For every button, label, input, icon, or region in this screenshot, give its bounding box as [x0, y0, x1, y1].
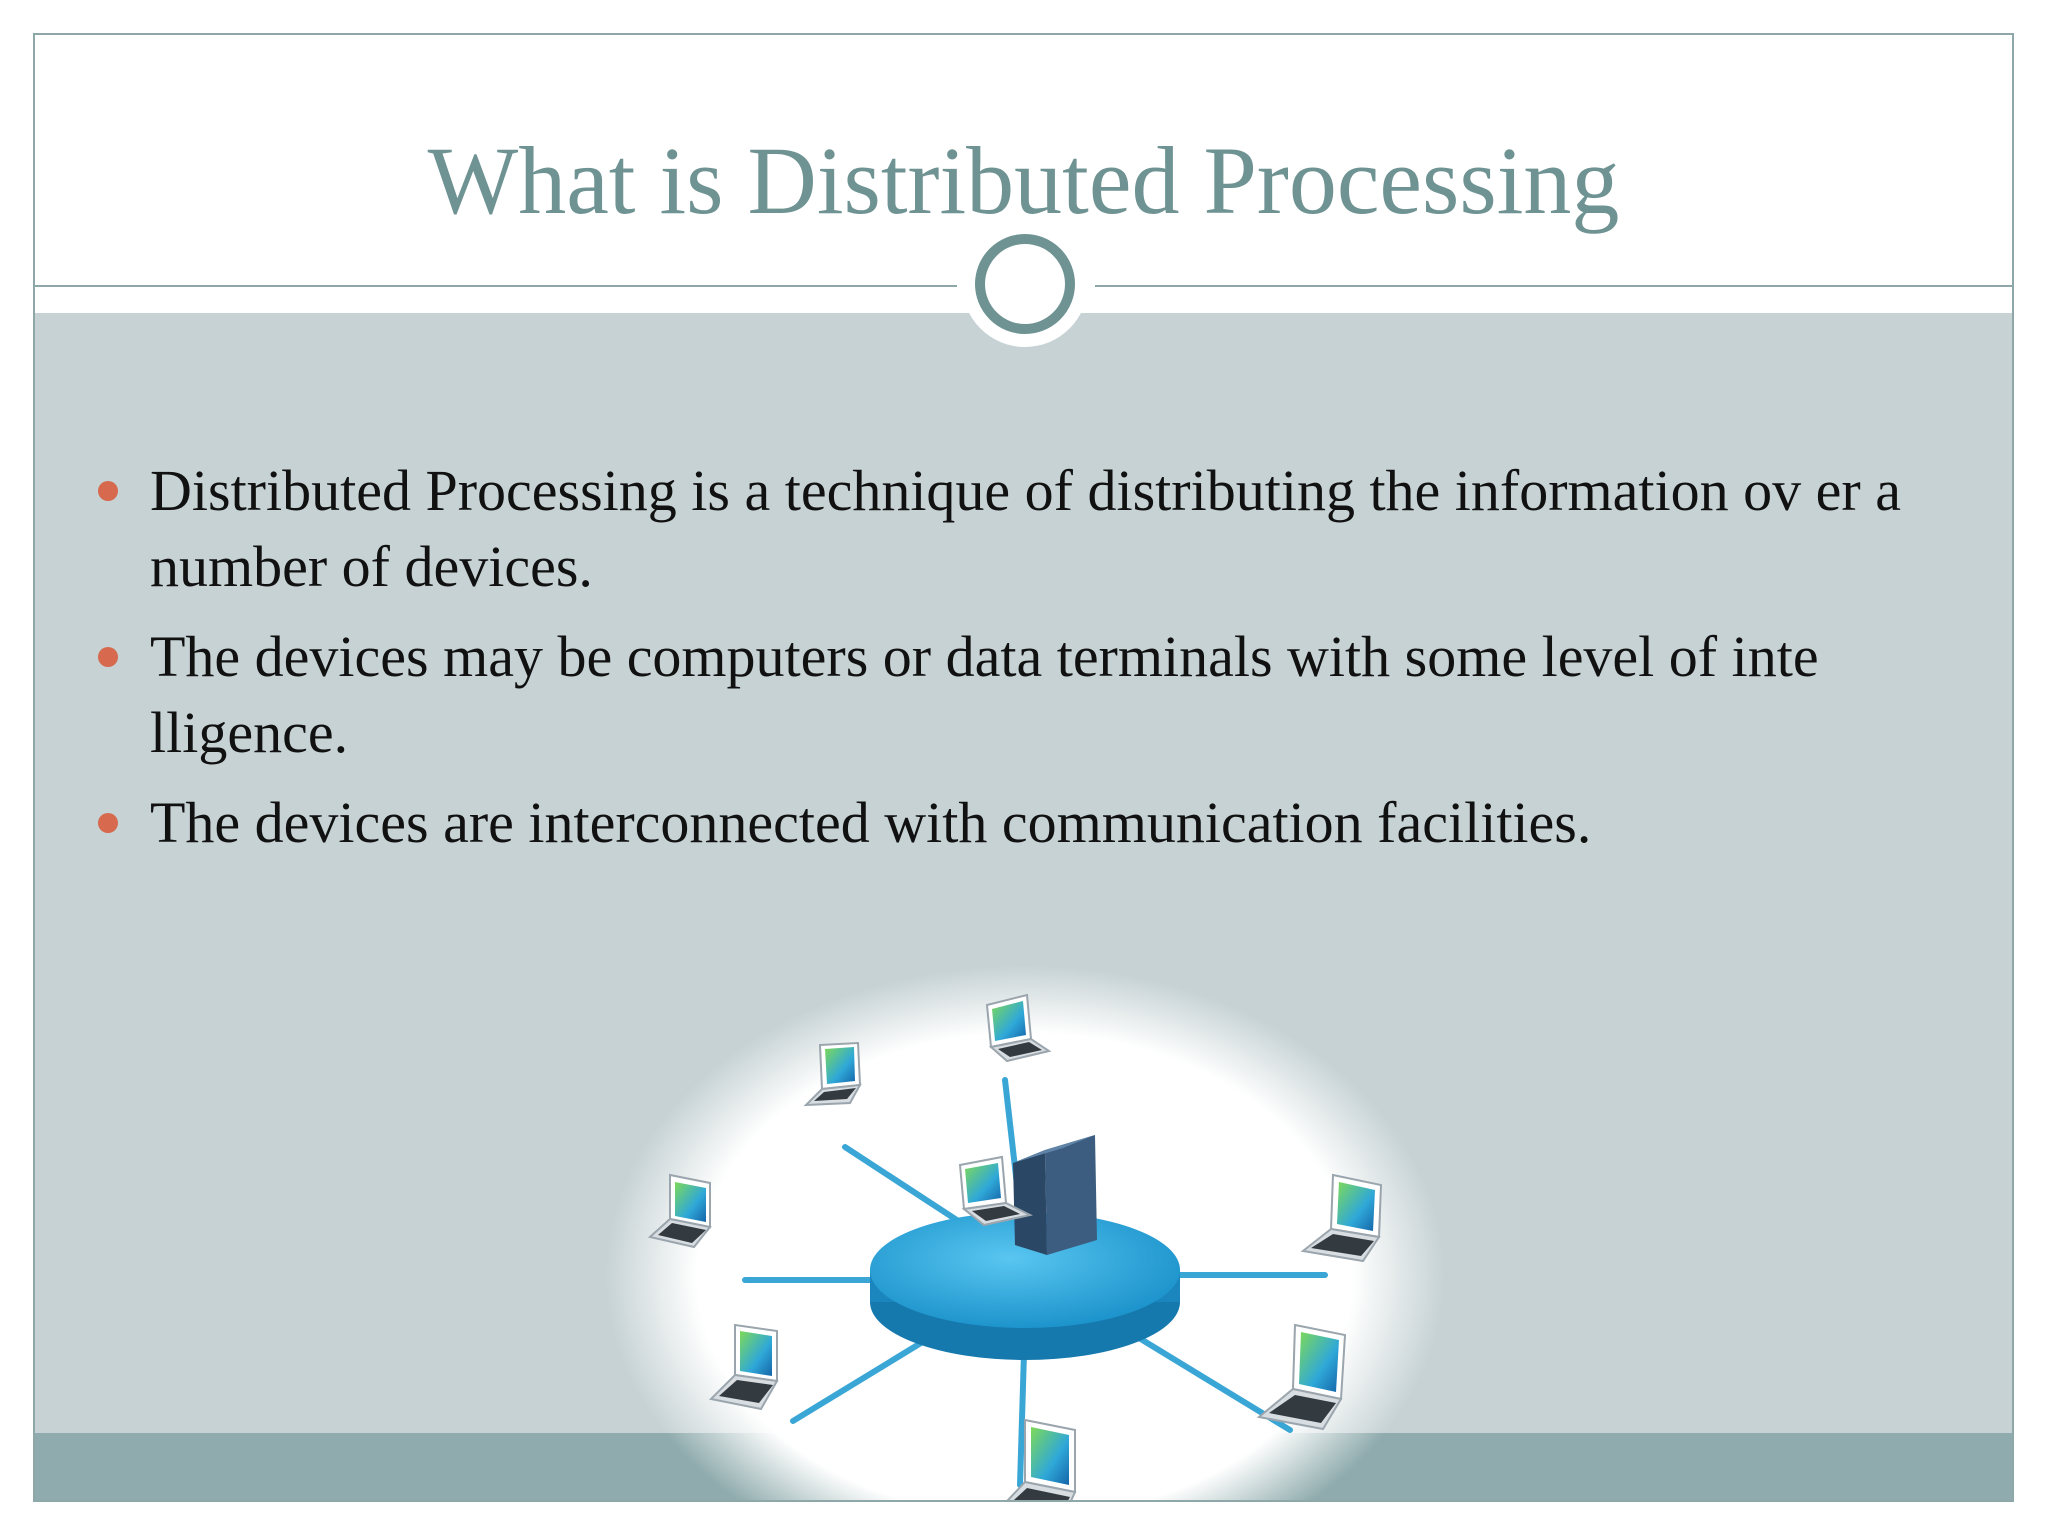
laptop-icon — [985, 993, 1052, 1063]
divider-circle-icon — [962, 221, 1088, 347]
title-divider-left — [35, 285, 957, 287]
laptop-icon — [958, 1155, 1033, 1227]
network-diagram-icon — [605, 965, 1445, 1500]
laptop-icon — [1006, 1418, 1077, 1500]
bullet-item: The devices are interconnected with comm… — [35, 785, 2012, 861]
server-icon — [1013, 1135, 1097, 1255]
bullet-text: Distributed Processing is a technique of… — [150, 458, 1901, 599]
bullet-item: The devices may be computers or data ter… — [35, 619, 2012, 771]
hub-icon — [870, 1212, 1180, 1360]
title-divider-right — [1095, 285, 2012, 287]
bullet-dot-icon — [98, 813, 118, 833]
laptop-icon — [708, 1323, 779, 1411]
slide: What is Distributed Processing Distribut… — [33, 33, 2014, 1502]
bullet-text: The devices are interconnected with comm… — [150, 790, 1592, 855]
laptop-icon — [1300, 1173, 1383, 1263]
circle-ring — [975, 234, 1075, 334]
bullet-list: Distributed Processing is a technique of… — [35, 453, 2012, 875]
laptop-icon — [1256, 1323, 1347, 1431]
laptop-icon — [647, 1173, 712, 1249]
bullet-dot-icon — [98, 481, 118, 501]
laptop-icon — [803, 1041, 862, 1107]
bullet-dot-icon — [98, 647, 118, 667]
bullet-text: The devices may be computers or data ter… — [150, 624, 1819, 765]
slide-title: What is Distributed Processing — [427, 127, 1620, 234]
bullet-item: Distributed Processing is a technique of… — [35, 453, 2012, 605]
